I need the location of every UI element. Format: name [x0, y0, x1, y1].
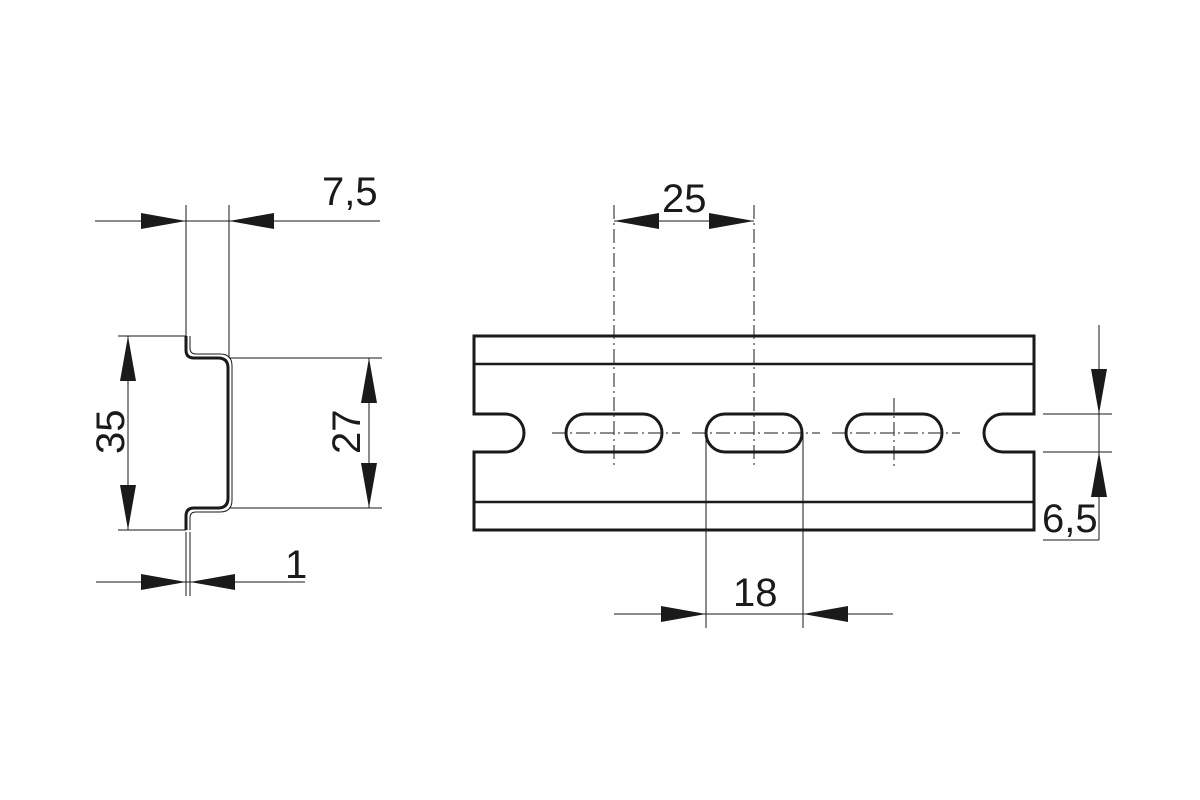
dimension-arrow — [1091, 452, 1107, 497]
rail-profile-inner-edge — [189, 336, 233, 530]
side-profile-view: 7,5 35 27 1 — [89, 170, 382, 596]
dimension-label-thickness: 1 — [285, 543, 307, 587]
dimension-arrow — [141, 574, 186, 590]
dimension-arrow — [1091, 369, 1107, 414]
dimension-arrow — [361, 358, 377, 403]
rail-outline — [472, 334, 1036, 532]
dimension-label-slot-pitch: 25 — [662, 177, 707, 221]
dimension-label-height-total: 35 — [89, 410, 133, 455]
dimension-arrow — [361, 463, 377, 508]
dimension-label-slot-length: 18 — [733, 571, 778, 615]
dimension-arrow — [120, 485, 136, 530]
front-view: 25 18 6,5 — [472, 177, 1112, 628]
dimension-label-height-inner: 27 — [325, 410, 369, 455]
dimension-label-top-width: 7,5 — [322, 170, 378, 214]
rail-profile — [184, 336, 230, 530]
dimension-label-slot-width: 6,5 — [1042, 497, 1098, 541]
dimension-arrow — [661, 606, 706, 622]
dimension-arrow — [229, 213, 274, 229]
dimension-arrow — [190, 574, 235, 590]
dimension-arrow — [614, 213, 659, 229]
dimension-arrow — [709, 213, 754, 229]
dimension-arrow — [120, 336, 136, 381]
dimension-arrow — [803, 606, 848, 622]
dimension-arrow — [141, 213, 186, 229]
